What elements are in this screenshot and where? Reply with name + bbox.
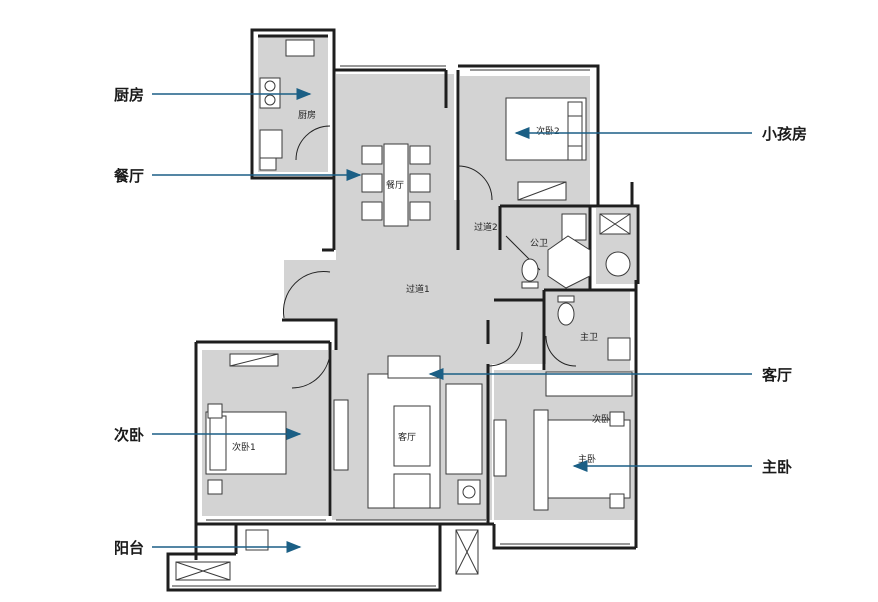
coffee-table — [393, 405, 431, 467]
room-label-living: 客厅 — [398, 431, 416, 443]
master-bed — [547, 419, 631, 499]
sink — [285, 39, 315, 57]
room-label-dining: 餐厅 — [386, 179, 404, 191]
walls — [166, 28, 640, 592]
callout-kids-room: 小孩房 — [762, 125, 808, 143]
sofa — [445, 383, 483, 475]
balcony-unit — [245, 529, 269, 551]
room-label-master-bedroom-top: 次卧 — [592, 413, 610, 425]
room-label-corridor1: 过道1 — [406, 283, 430, 295]
room-label-corridor2: 过道2 — [474, 221, 498, 233]
armchair — [393, 473, 431, 509]
furniture — [175, 39, 633, 581]
doors — [282, 125, 577, 389]
corridor-left-floor — [284, 260, 344, 320]
callout-balcony: 阳台 — [114, 539, 145, 557]
public-bath-basin — [561, 213, 587, 241]
callout-arrows — [152, 88, 752, 553]
fridge — [259, 129, 283, 159]
room-label-master-bath: 主卫 — [580, 331, 598, 343]
room-label-kitchen: 厨房 — [298, 109, 316, 121]
callout-dining: 餐厅 — [114, 167, 145, 185]
callout-kitchen: 厨房 — [114, 86, 145, 104]
room-label-public-bath: 公卫 — [530, 238, 548, 249]
master-bath-toilet — [557, 302, 575, 326]
callout-living: 客厅 — [762, 366, 793, 384]
tv-console — [387, 355, 441, 379]
master-bath-basin — [607, 337, 631, 361]
callout-master-bedroom: 主卧 — [762, 458, 793, 476]
room-label-bedroom2b: 次卧2 — [536, 125, 560, 137]
public-bath-toilet — [521, 258, 539, 282]
windows — [172, 65, 630, 587]
master-wardrobe — [545, 371, 633, 397]
dining-table — [383, 143, 409, 227]
room-label-bedroom1: 次卧1 — [232, 441, 256, 453]
room-label-master-bedroom: 主卧 — [578, 453, 596, 465]
callout-second-bedroom: 次卧 — [114, 426, 145, 444]
room-labels: 厨房 餐厅 次卧2 过道2 公卫 过道1 主卫 客厅 次卧1 次卧 主卧 — [232, 109, 610, 465]
